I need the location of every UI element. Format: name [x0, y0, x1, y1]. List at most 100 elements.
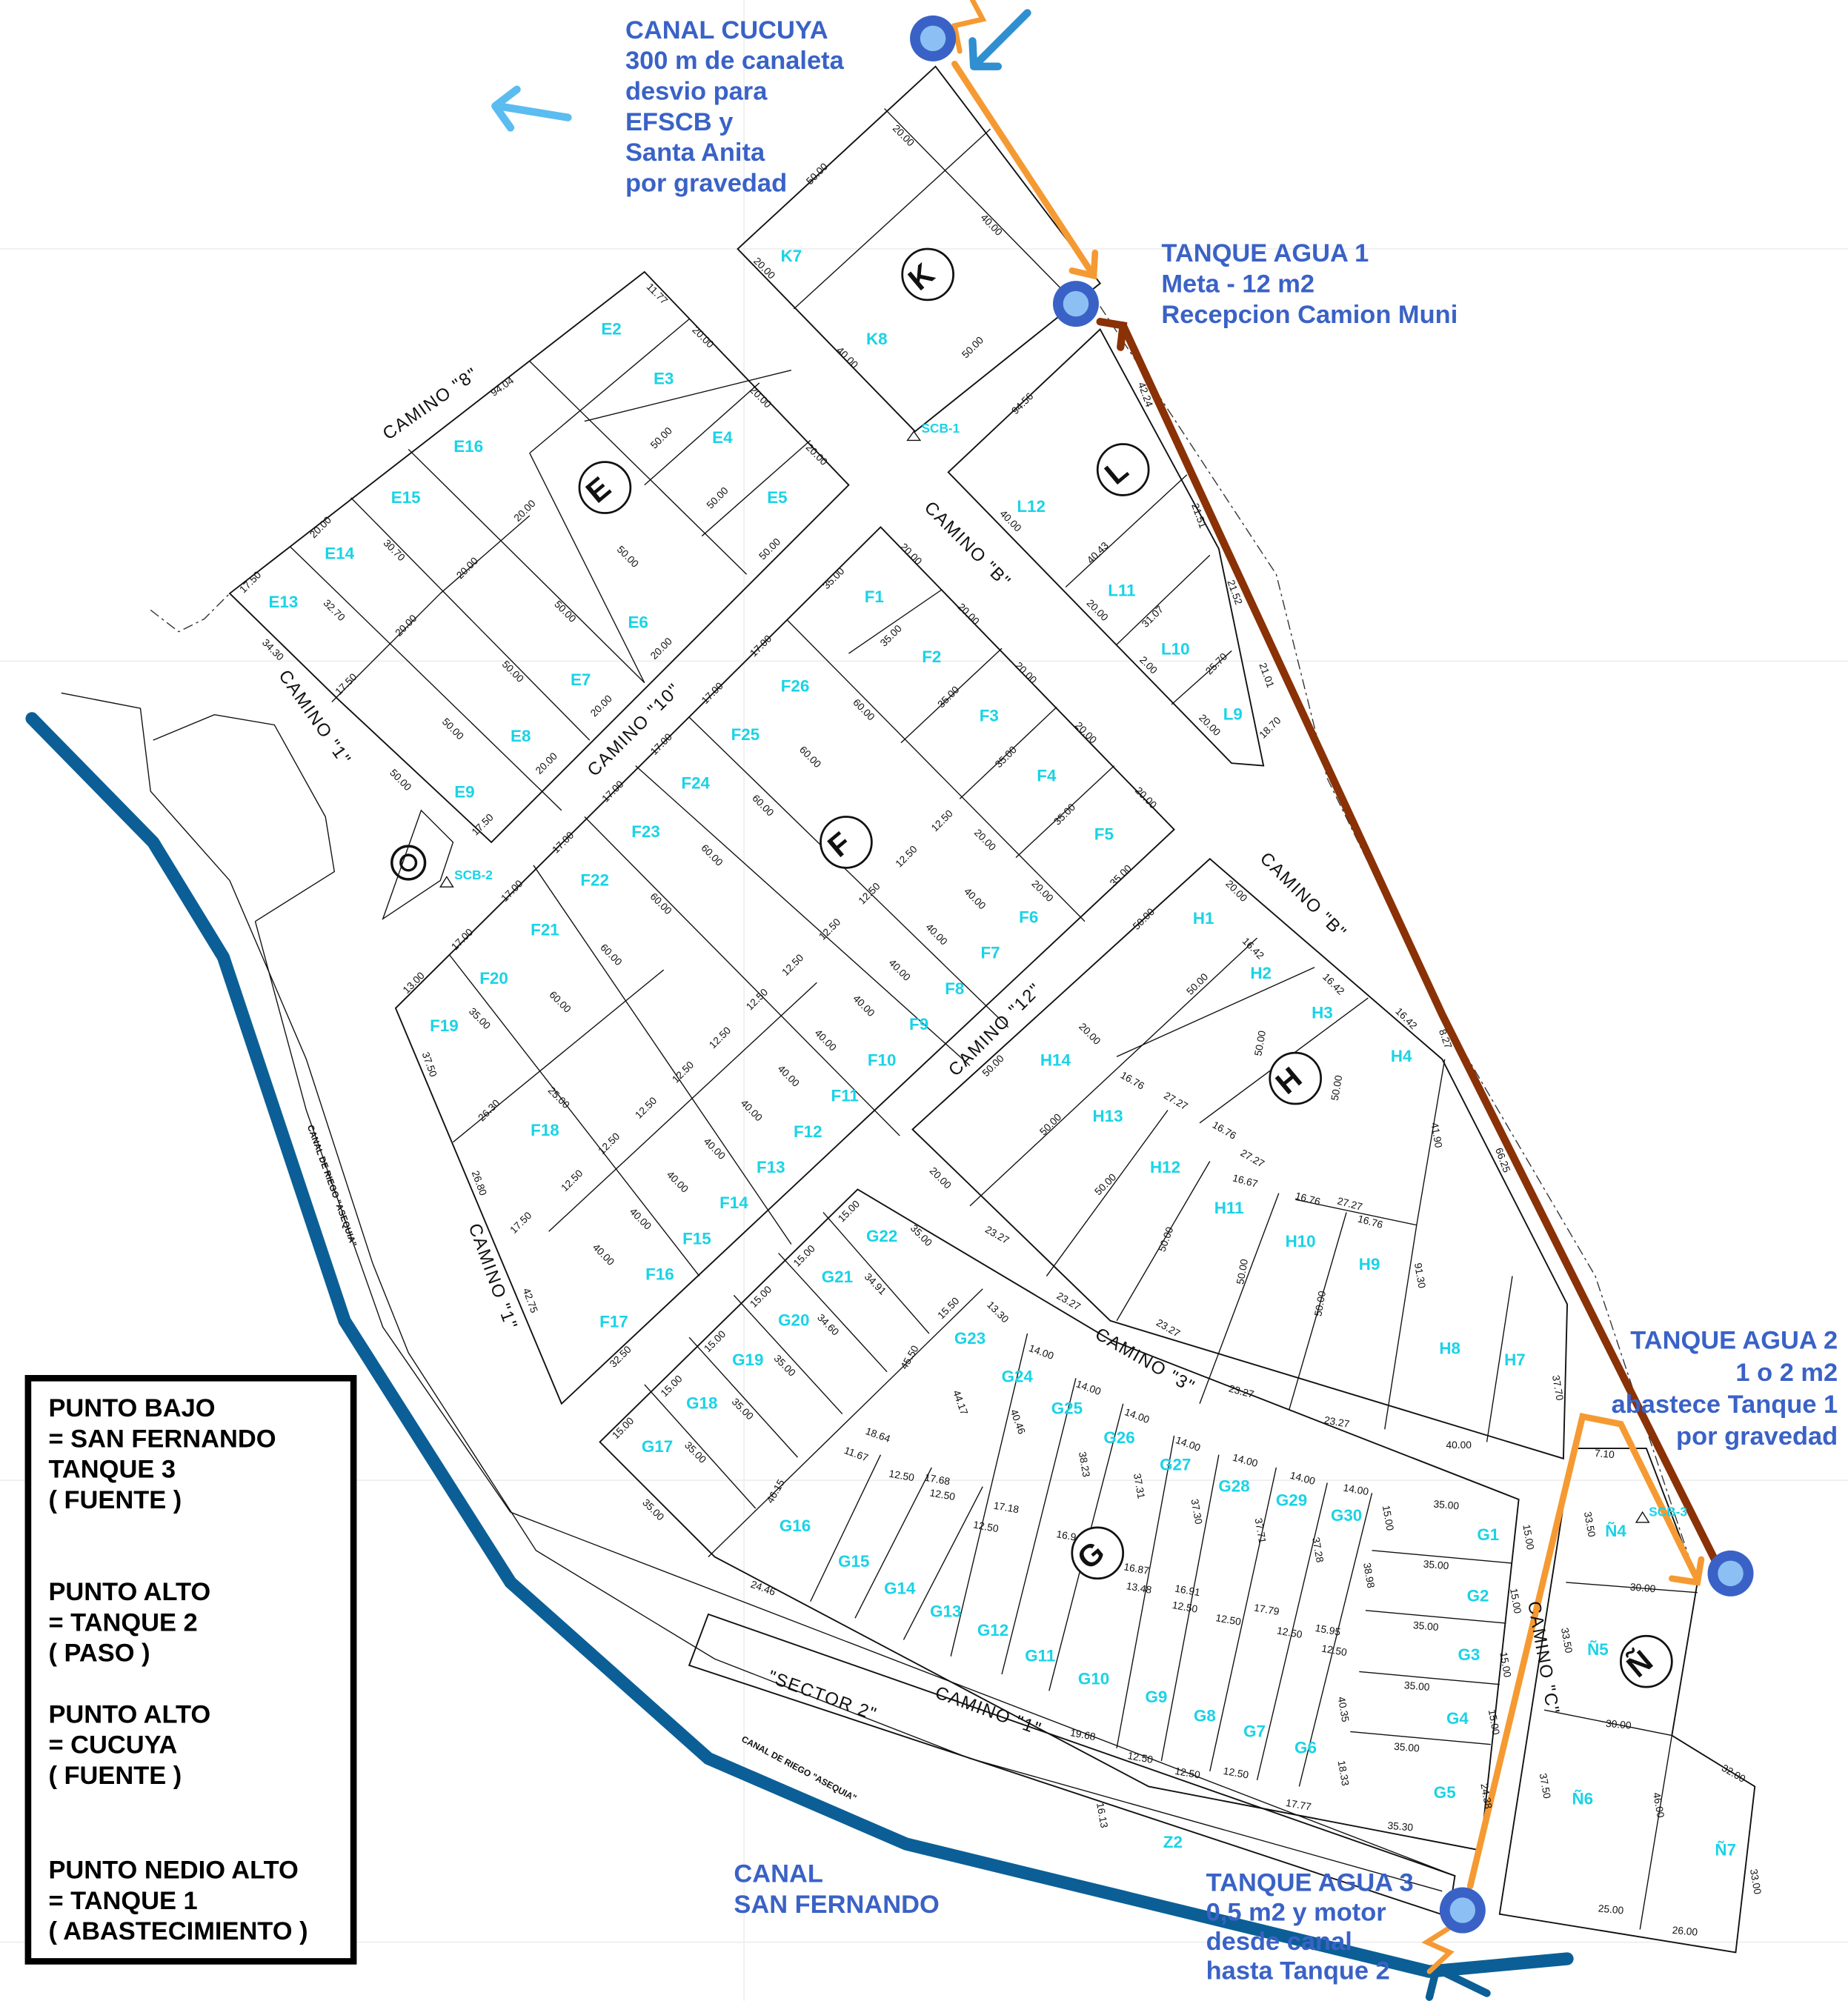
dimension-label: 40.00 — [979, 212, 1005, 238]
dimension-label: 91.30 — [1412, 1262, 1428, 1289]
dimension-label: 24.46 — [749, 1579, 777, 1598]
dimension-label: 50.00 — [980, 1053, 1006, 1079]
dimension-label: 20.00 — [891, 123, 917, 149]
dimension-label: 50.00 — [648, 424, 674, 450]
dimension-label: 11.67 — [842, 1445, 870, 1464]
dimension-label: 15.00 — [1486, 1708, 1502, 1736]
dimension-label: 27.27 — [1162, 1090, 1189, 1112]
dimension-label: 20.00 — [1084, 597, 1110, 623]
dimension-label: 17.68 — [924, 1472, 951, 1488]
dimension-label: 60.00 — [699, 842, 725, 868]
note-canal-san-fernando: SAN FERNANDO — [734, 1891, 939, 1919]
legend-line: = CUCUYA — [48, 1731, 177, 1759]
note-canal-cucuya: Santa Anita — [625, 139, 765, 167]
dimension-label: 50.00 — [1234, 1258, 1250, 1285]
lot-label: G11 — [1025, 1647, 1055, 1665]
lot-label: F19 — [430, 1016, 459, 1035]
dimension-label: 17.00 — [499, 878, 525, 904]
dimension-label: 40.00 — [923, 922, 949, 948]
dimension-label: 94.56 — [1009, 390, 1035, 416]
lot-label: F22 — [580, 870, 609, 889]
lot-label: E8 — [511, 727, 531, 745]
dimension-label: 20.00 — [648, 636, 674, 662]
note-tanque-3: 0,5 m2 y motor — [1206, 1898, 1386, 1926]
dimension-label: 17.00 — [550, 829, 576, 855]
dimension-label: 35.00 — [1394, 1741, 1420, 1754]
lot-label: F25 — [731, 725, 760, 744]
dimension-label: 17.00 — [600, 779, 626, 805]
dimension-label: 20.00 — [690, 324, 716, 350]
lot-label: F3 — [980, 706, 999, 725]
flow-tank2-to-tank1 — [1119, 322, 1721, 1568]
dimension-label: 35.00 — [1403, 1679, 1430, 1693]
dimension-label: 16.76 — [1211, 1119, 1239, 1142]
dimension-label: 40.00 — [591, 1242, 616, 1268]
lot-label: F9 — [909, 1015, 928, 1033]
lot-label: F7 — [981, 944, 1000, 962]
dimension-label: 14.00 — [1289, 1470, 1316, 1487]
dimension-label: 15.00 — [1380, 1505, 1396, 1532]
dimension-label: 37.30 — [1189, 1498, 1204, 1525]
dimension-label: 40.43 — [1085, 539, 1111, 565]
dimension-label: 12.50 — [744, 986, 770, 1012]
lot-label: G30 — [1331, 1506, 1362, 1525]
lot-label: G23 — [954, 1329, 986, 1348]
dimension-label: 18.33 — [1336, 1759, 1352, 1787]
water-flow-lines — [491, 0, 1721, 1974]
dimension-label: 40.00 — [702, 1136, 728, 1162]
legend-line: PUNTO ALTO — [48, 1700, 210, 1728]
dimension-label: 35.00 — [640, 1497, 666, 1523]
dimension-label: 50.00 — [960, 334, 986, 360]
street-label: CAMINO "1" — [465, 1221, 522, 1333]
lot-label: E16 — [453, 437, 483, 456]
scb-marker-label: SCB-1 — [922, 421, 960, 436]
dimension-label: 20.00 — [928, 1165, 954, 1191]
dimension-label: 50.00 — [1312, 1290, 1328, 1317]
street-label: CAMINO "C" — [1523, 1599, 1563, 1716]
lot-label: G5 — [1434, 1783, 1456, 1802]
street-label: CAMINO "3" — [1091, 1324, 1198, 1397]
legend-line: = SAN FERNANDO — [48, 1425, 276, 1453]
dimension-label: 16.9 — [1055, 1528, 1077, 1542]
dimension-label: 35.00 — [682, 1439, 708, 1465]
scb-marker-label: SCB-2 — [454, 868, 493, 882]
dimension-label: 14.00 — [1123, 1406, 1151, 1425]
dimension-label: 40.00 — [834, 344, 860, 370]
dimension-label: 25.70 — [1203, 650, 1229, 676]
water-tanks — [910, 15, 1754, 1934]
lot-label: G27 — [1160, 1455, 1191, 1474]
dimension-label: 23.27 — [1323, 1414, 1351, 1430]
dimension-label: 20.00 — [1133, 785, 1159, 810]
dimension-label: 37.31 — [1131, 1473, 1147, 1500]
dimension-label: 41.90 — [1429, 1122, 1444, 1149]
dimension-label: 20.00 — [1029, 878, 1055, 904]
tank-3-icon — [1439, 1887, 1486, 1934]
dimension-label: 17.50 — [237, 569, 263, 595]
dimension-label: 14.00 — [1074, 1378, 1103, 1397]
dimension-label: 31.07 — [1140, 604, 1166, 630]
dimension-label: 12.50 — [670, 1059, 696, 1085]
dimension-label: 12.50 — [888, 1468, 916, 1484]
dimension-label: 12.50 — [1214, 1612, 1242, 1628]
lot-label: E6 — [628, 613, 648, 632]
dimension-label: 12.50 — [1223, 1765, 1250, 1781]
dimension-label: 13.30 — [985, 1299, 1011, 1325]
lot-label: G25 — [1051, 1399, 1083, 1418]
dimension-label: 34.60 — [815, 1312, 841, 1338]
dimension-label: 18.70 — [1257, 714, 1283, 740]
dimension-label: 15.00 — [702, 1328, 728, 1354]
dimension-label: 12.50 — [929, 808, 955, 833]
dimension-label: 7.10 — [1594, 1448, 1615, 1460]
dimension-label: 50.00 — [1131, 906, 1157, 932]
lot-label: G16 — [780, 1516, 811, 1535]
lot-label: K7 — [781, 247, 802, 265]
dimension-label: 50.00 — [705, 485, 731, 510]
lot-label: E3 — [654, 370, 674, 388]
lot-label: H8 — [1439, 1339, 1460, 1358]
block-circle — [578, 461, 632, 514]
dimension-label: 34.91 — [862, 1271, 888, 1297]
lot-label: F1 — [865, 587, 884, 606]
canal-san-fernando — [25, 712, 1574, 2001]
note-tanque-1: TANQUE AGUA 1 — [1161, 239, 1369, 267]
